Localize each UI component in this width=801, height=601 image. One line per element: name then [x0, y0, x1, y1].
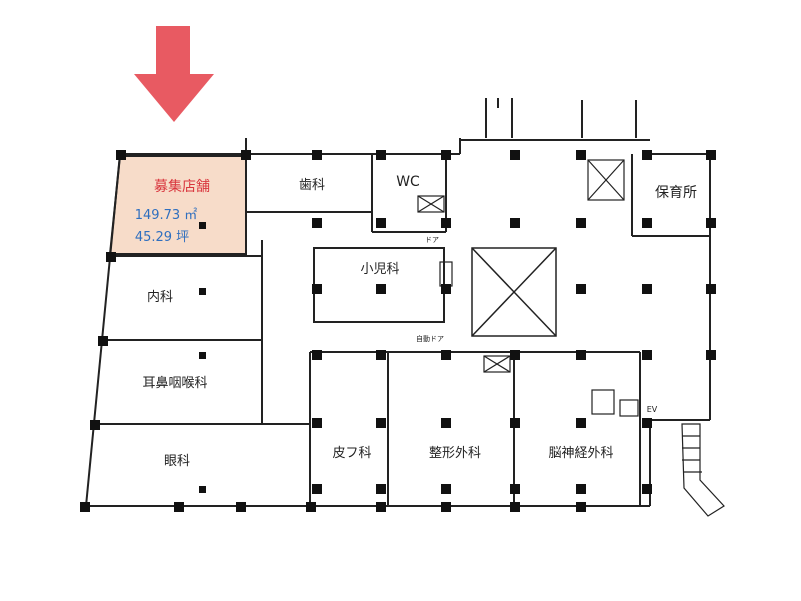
room-label-pediatrics: 小児科 — [360, 262, 399, 277]
door-label: ドア — [425, 236, 439, 244]
auto-door-label: 自動ドア — [416, 334, 444, 343]
room-label-ophthalmology: 眼科 — [164, 454, 190, 469]
ev-label: EV — [647, 405, 658, 414]
atrium — [471, 247, 557, 337]
room-label-wc: WC — [396, 174, 420, 190]
vacancy-area-tsubo: 45.29 坪 — [135, 230, 189, 245]
room-label-internal-medicine: 内科 — [147, 289, 173, 305]
room-label-dermatology: 皮フ科 — [332, 446, 371, 461]
stair-icon — [681, 423, 725, 517]
elevator-icon — [417, 159, 639, 417]
columns — [80, 150, 716, 512]
arrow-down-icon — [134, 26, 214, 122]
vacancy-area-m2: 149.73 ㎡ — [135, 208, 198, 223]
room-label-dental: 歯科 — [299, 178, 325, 193]
walls — [85, 98, 711, 507]
room-label-orthopedics: 整形外科 — [429, 446, 481, 461]
room-label-neurosurgery: 脳神経外科 — [548, 446, 613, 461]
room-label-ent: 耳鼻咽喉科 — [142, 375, 207, 391]
vacancy-title: 募集店舗 — [154, 178, 210, 195]
room-label-nursery: 保育所 — [655, 185, 697, 201]
